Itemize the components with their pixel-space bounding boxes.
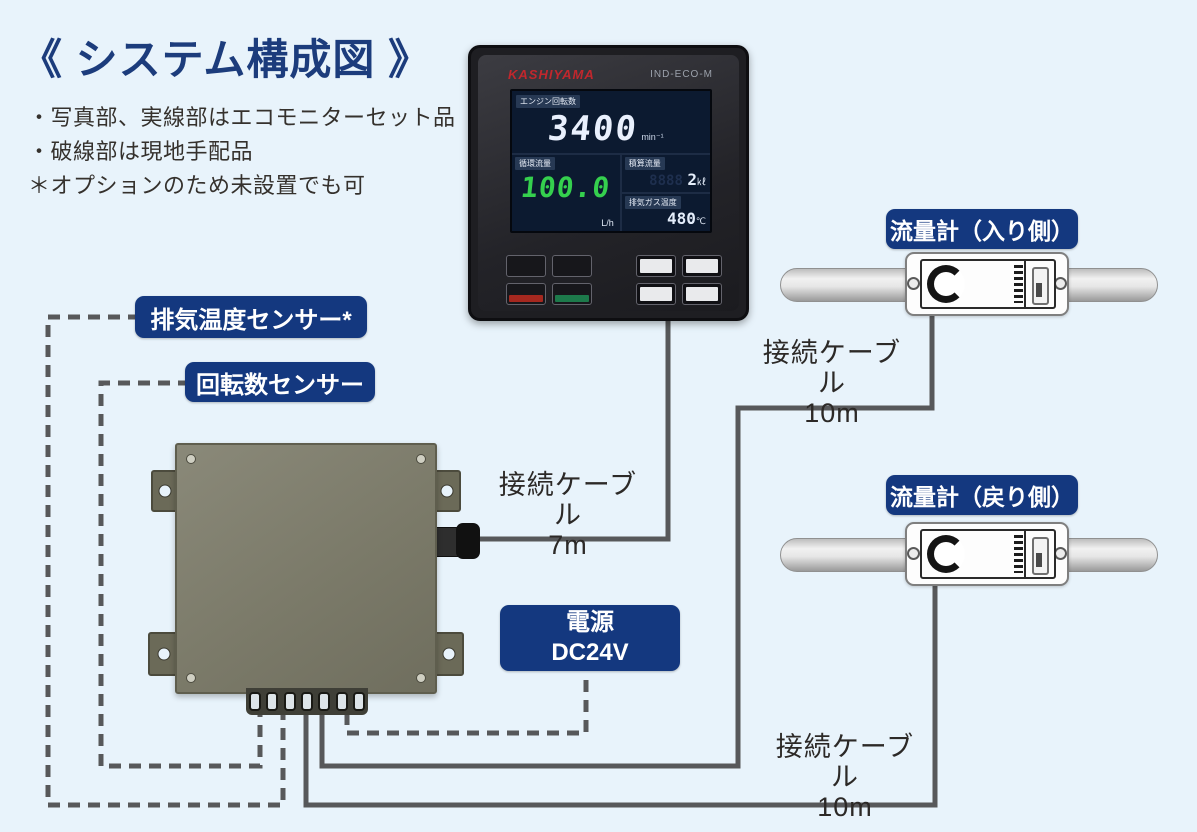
note-dashed-parts: ・破線部は現地手配品 (28, 139, 254, 164)
total-readout: 8888 2㎘ (649, 170, 706, 190)
flow-dial-icon (927, 535, 965, 573)
cable-hole (266, 692, 279, 711)
monitor-face: KASHIYAMA IND-ECO-M エンジン回転数 3400min⁻¹ 循環… (478, 55, 739, 311)
monitor-brand-logo: KASHIYAMA (508, 67, 595, 82)
meter-connector (1032, 537, 1049, 575)
cable-label-10m-return: 接続ケーブル 10m (765, 732, 925, 823)
monitor-start-button (552, 283, 592, 305)
power-line (344, 673, 589, 736)
flow-value: 100.0 (519, 171, 613, 204)
flow-meter-in (905, 252, 1069, 316)
monitor-stop-button (506, 283, 546, 305)
temp-value: 480 (666, 209, 696, 228)
monitor-button-4 (682, 255, 722, 277)
jbox-screw (416, 454, 426, 464)
flow-dial-icon (927, 265, 965, 303)
flow-section: 循環流量 100.0 L/h (512, 155, 622, 231)
power-label-line1: 電源 (566, 609, 614, 636)
meter-connector (1032, 267, 1049, 305)
cable-hole (283, 692, 296, 711)
power-label-line2: DC24V (551, 639, 629, 666)
cable-10m-return-length: 10m (817, 792, 873, 823)
meter-scale-panel (966, 531, 1026, 577)
jbox-screw (186, 673, 196, 683)
jbox-bracket-top-right (433, 470, 461, 512)
page-title: 《 システム構成図 》 (20, 36, 432, 83)
note-option: ＊オプションのため未設置でも可 (28, 173, 366, 198)
jbox-bracket-bottom-right (433, 632, 464, 676)
meter-screw (907, 547, 920, 560)
cable-7m-text: 接続ケーブル (498, 470, 638, 531)
total-unit: ㎘ (696, 177, 706, 187)
cable-gland-cap (456, 523, 480, 559)
rpm-readout: 3400min⁻¹ (512, 109, 700, 149)
total-section: 積算流量 8888 2㎘ (621, 155, 710, 194)
monitor-button-1 (506, 255, 546, 277)
scale-bars-icon (1014, 265, 1023, 303)
badge-power-dc24v: 電源 DC24V (500, 605, 680, 671)
right-sections: 積算流量 8888 2㎘ 排気ガス温度 480℃ (621, 155, 710, 231)
cable-label-7m: 接続ケーブル 7m (488, 470, 648, 561)
badge-exhaust-temp-sensor: 排気温度センサー* (135, 296, 367, 338)
flow-readout: 100.0 (514, 171, 618, 204)
meter-face (920, 259, 1056, 309)
meter-screw (907, 277, 920, 290)
cable-hole (335, 692, 348, 711)
jbox-screw (416, 673, 426, 683)
cable-7m-line (460, 315, 671, 542)
meter-scale-panel (966, 261, 1026, 307)
cable-hole (318, 692, 331, 711)
temp-readout: 480℃ (667, 209, 706, 229)
monitor-model-label: IND-ECO-M (650, 69, 713, 80)
rpm-value: 3400 (546, 109, 641, 149)
cable-hole (248, 692, 261, 711)
temp-label: 排気ガス温度 (624, 196, 681, 209)
total-value: 2 (687, 170, 697, 189)
jbox-cable-flange (246, 688, 368, 715)
eco-monitor-unit: KASHIYAMA IND-ECO-M エンジン回転数 3400min⁻¹ 循環… (468, 45, 749, 321)
monitor-button-3 (636, 255, 676, 277)
cable-10m-in-length: 10m (804, 398, 860, 429)
rpm-section: エンジン回転数 3400min⁻¹ (512, 91, 710, 155)
monitor-screen: エンジン回転数 3400min⁻¹ 循環流量 100.0 L/h (510, 89, 712, 233)
cable-7m-length: 7m (548, 530, 588, 561)
scale-bars-icon (1014, 535, 1023, 573)
badge-flow-meter-in: 流量計（入り側） (886, 209, 1078, 249)
monitor-button-6 (682, 283, 722, 305)
flow-meter-return (905, 522, 1069, 586)
cable-hole (300, 692, 313, 711)
note-solid-parts: ・写真部、実線部はエコモニターセット品 (28, 105, 456, 130)
lower-sections: 循環流量 100.0 L/h 積算流量 8888 2㎘ (512, 155, 710, 231)
jbox-screw (186, 454, 196, 464)
cable-label-10m-in: 接続ケーブル 10m (752, 338, 912, 429)
temp-section: 排気ガス温度 480℃ (622, 194, 710, 231)
rotation-sensor-line (98, 380, 263, 769)
jbox-bracket-bottom-left (148, 632, 179, 676)
rpm-label: エンジン回転数 (516, 95, 580, 108)
badge-rotation-sensor: 回転数センサー (185, 362, 375, 402)
rpm-unit: min⁻¹ (641, 132, 664, 142)
temp-unit: ℃ (695, 216, 706, 226)
flow-label: 循環流量 (515, 157, 555, 170)
cable-10m-in-text: 接続ケーブル (762, 338, 902, 399)
cable-10m-in-line (319, 314, 935, 769)
meter-face (920, 529, 1056, 579)
flow-unit: L/h (601, 218, 614, 228)
total-ghost-digits: 8888 (649, 173, 683, 189)
cable-10m-out-line (303, 582, 938, 808)
total-label: 積算流量 (624, 157, 665, 170)
monitor-button-2 (552, 255, 592, 277)
junction-box (175, 443, 437, 694)
monitor-button-5 (636, 283, 676, 305)
cable-hole (353, 692, 366, 711)
cable-10m-return-text: 接続ケーブル (775, 732, 915, 793)
exhaust-sensor-line (45, 314, 286, 808)
badge-flow-meter-return: 流量計（戻り側） (886, 475, 1078, 515)
